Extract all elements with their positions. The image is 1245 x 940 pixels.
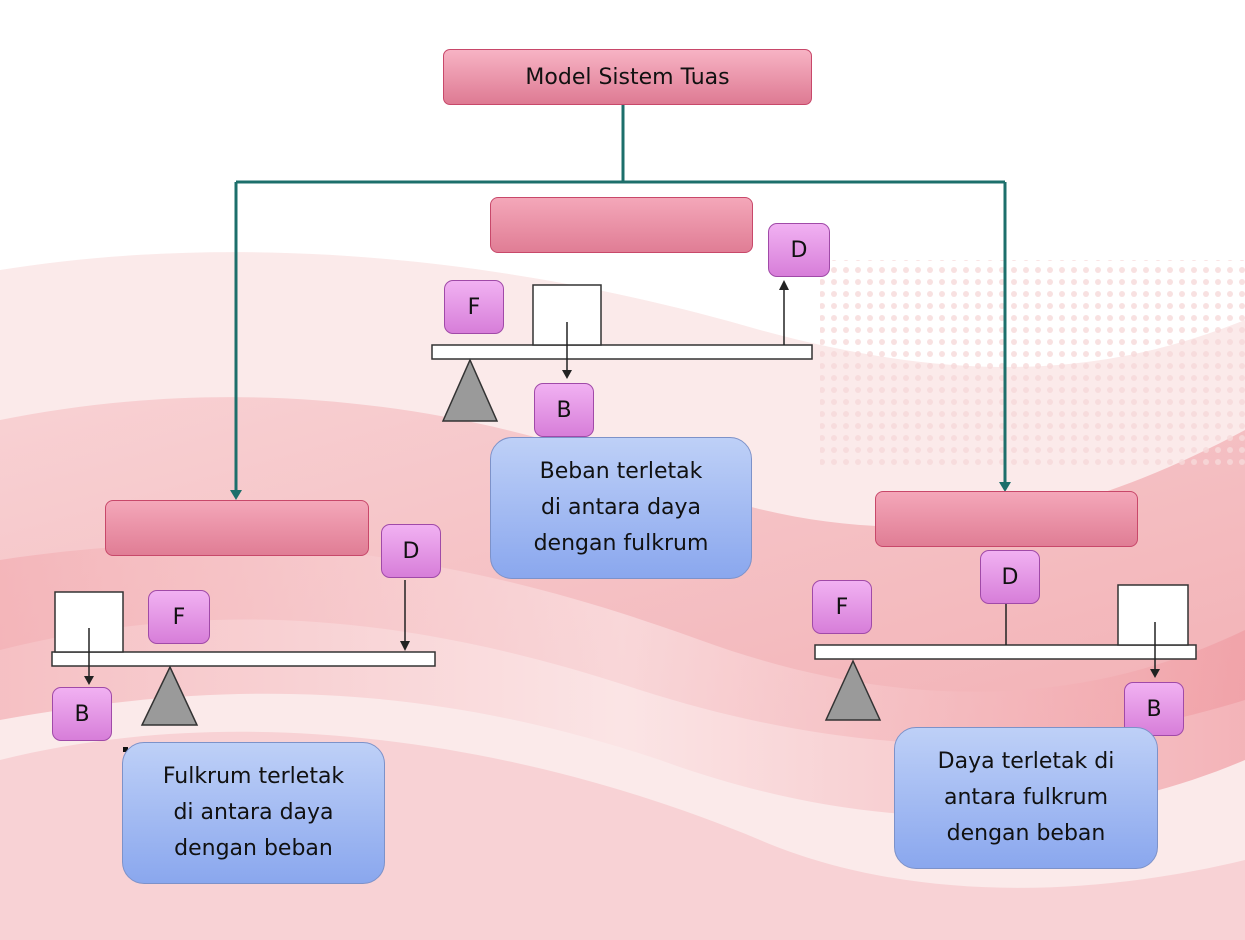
fulcrum-triangle — [140, 665, 199, 726]
lever-left — [51, 580, 436, 752]
description-line: Beban terletak — [539, 459, 703, 484]
description-line: antara fulkrum — [943, 785, 1108, 810]
fulcrum-tag: F — [148, 590, 210, 644]
description-line: dengan fulkrum — [533, 531, 709, 556]
lever-middle-description: Beban terletak di antara daya dengan ful… — [490, 437, 752, 579]
lever-middle — [431, 280, 813, 422]
fulcrum-tag: F — [812, 580, 872, 634]
lever-right-description: Daya terletak di antara fulkrum dengan b… — [894, 727, 1158, 869]
description-line: Daya terletak di — [937, 749, 1115, 774]
lever-right-header — [875, 491, 1138, 547]
diagram-title: Model Sistem Tuas — [443, 49, 812, 105]
load-tag: B — [534, 383, 594, 437]
tree-connectors — [234, 105, 1007, 492]
effort-tag: D — [768, 223, 830, 277]
load-box — [1117, 584, 1189, 646]
description-line: di antara daya — [540, 495, 702, 520]
description-line: di antara daya — [173, 800, 334, 825]
lever-beam — [431, 344, 813, 360]
description-line: dengan beban — [946, 821, 1106, 846]
lever-left-header — [105, 500, 369, 556]
fulcrum-triangle — [441, 358, 499, 422]
connector-arrowhead-right — [999, 482, 1011, 492]
fulcrum-tag: F — [444, 280, 504, 334]
description-line: dengan beban — [174, 836, 333, 861]
lever-left-description: Fulkrum terletak di antara daya dengan b… — [122, 742, 385, 884]
description-line: Fulkrum terletak — [162, 764, 345, 789]
effort-tag: D — [381, 524, 441, 578]
fulcrum-triangle — [824, 659, 882, 721]
load-tag: B — [52, 687, 112, 741]
connector-arrowhead-left — [230, 490, 242, 500]
effort-tag: D — [980, 550, 1040, 604]
lever-right — [814, 584, 1197, 721]
lever-beam — [51, 651, 436, 667]
lever-middle-header — [490, 197, 753, 253]
lever-beam — [814, 644, 1197, 660]
